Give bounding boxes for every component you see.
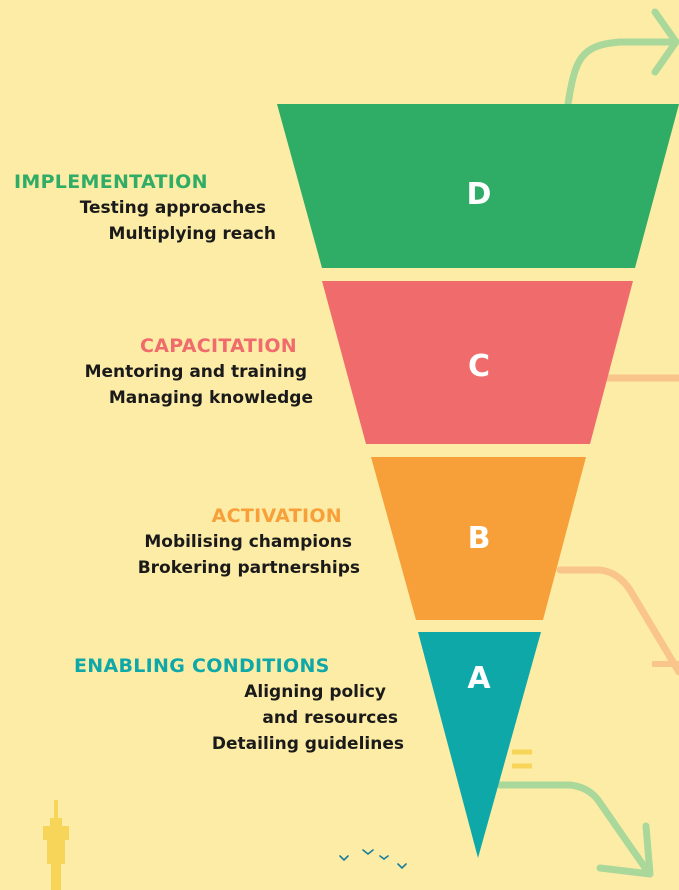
arrow-lower-right	[556, 566, 679, 676]
funnel-segment-d	[277, 104, 679, 268]
funnel-segment-a	[418, 632, 541, 858]
birds-icon	[339, 849, 407, 870]
arrow-top-right	[564, 38, 676, 108]
arrow-bottom-right	[496, 781, 652, 876]
stage-b-heading: ACTIVATION	[211, 505, 342, 527]
stage-letter-a: A	[467, 661, 491, 696]
stage-a-text: ENABLING CONDITIONS Aligning policy and …	[74, 653, 404, 757]
stage-b-line-1: Mobilising champions	[144, 532, 352, 552]
stage-d-text: IMPLEMENTATION Testing approaches Multip…	[14, 169, 276, 247]
stage-c-line-2: Managing knowledge	[108, 388, 313, 408]
tower-icon	[43, 800, 69, 890]
funnel-segment-c	[322, 281, 633, 444]
stage-b-text: ACTIVATION Mobilising champions Brokerin…	[80, 503, 360, 581]
yellow-marker	[512, 749, 532, 769]
stage-c-text: CAPACITATION Mentoring and training Mana…	[30, 333, 313, 411]
stage-a-heading: ENABLING CONDITIONS	[74, 655, 330, 677]
stage-a-line-2: and resources	[262, 708, 398, 728]
stage-c-line-1: Mentoring and training	[84, 362, 307, 382]
funnel-segment-b	[371, 457, 586, 620]
stage-letter-b: B	[468, 521, 491, 556]
stage-d-line-2: Multiplying reach	[108, 224, 276, 244]
stage-d-heading: IMPLEMENTATION	[14, 171, 208, 193]
arrow-bottom-right-head	[596, 822, 654, 878]
stage-a-line-1: Aligning policy	[244, 682, 386, 702]
stage-a-line-3: Detailing guidelines	[211, 734, 404, 754]
stage-letter-d: D	[467, 177, 492, 212]
stage-letter-c: C	[468, 349, 490, 384]
arrow-top-right-head	[651, 8, 679, 76]
stage-c-heading: CAPACITATION	[140, 335, 297, 357]
stage-b-line-2: Brokering partnerships	[137, 558, 360, 578]
stage-d-line-1: Testing approaches	[79, 198, 266, 218]
